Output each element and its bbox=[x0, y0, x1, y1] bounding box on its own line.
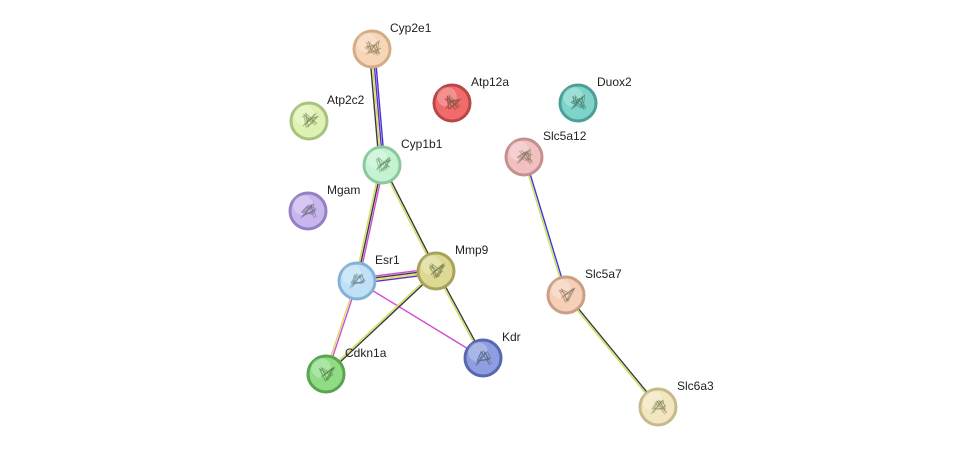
node-cyp2e1[interactable]: Cyp2e1 bbox=[352, 21, 432, 69]
edge-evidence-line bbox=[524, 156, 568, 296]
node-label: Mgam bbox=[327, 183, 360, 197]
node-label: Mmp9 bbox=[455, 243, 489, 257]
node-label: Cyp1b1 bbox=[401, 137, 443, 151]
edge-slc5a12-slc5a7[interactable] bbox=[522, 156, 568, 296]
edge-evidence-line bbox=[354, 163, 381, 282]
node-slc6a3[interactable]: Slc6a3 bbox=[638, 379, 714, 427]
node-highlight bbox=[421, 255, 441, 275]
edge-evidence-line bbox=[522, 156, 566, 296]
node-cyp1b1[interactable]: Cyp1b1 bbox=[362, 137, 443, 185]
edge-slc5a7-slc6a3[interactable] bbox=[564, 293, 660, 409]
edge-evidence-line bbox=[380, 164, 436, 273]
protein-structure-icon bbox=[300, 202, 318, 219]
protein-structure-icon bbox=[375, 156, 392, 173]
protein-structure-icon bbox=[475, 349, 493, 366]
edge-mmp9-cdkn1a[interactable] bbox=[324, 269, 438, 376]
protein-structure-icon bbox=[349, 273, 366, 289]
protein-structure-icon bbox=[558, 287, 576, 303]
edge-evidence-line bbox=[324, 269, 437, 375]
node-label: Cyp2e1 bbox=[390, 21, 432, 35]
edge-evidence-line bbox=[565, 293, 660, 408]
protein-structure-icon bbox=[570, 94, 587, 111]
node-slc5a12[interactable]: Slc5a12 bbox=[504, 129, 587, 177]
protein-structure-icon bbox=[301, 112, 320, 129]
node-label: Atp12a bbox=[471, 75, 509, 89]
node-circle bbox=[638, 387, 678, 427]
edge-evidence-line bbox=[382, 163, 438, 272]
node-label: Esr1 bbox=[375, 253, 400, 267]
node-label: Cdkn1a bbox=[345, 346, 387, 360]
protein-structure-icon bbox=[319, 366, 336, 382]
node-label: Slc5a12 bbox=[543, 129, 587, 143]
node-label: Slc5a7 bbox=[585, 267, 622, 281]
node-atp2c2[interactable]: Atp2c2 bbox=[289, 93, 365, 141]
edge-cyp1b1-esr1[interactable] bbox=[354, 163, 385, 283]
edge-evidence-line bbox=[368, 48, 381, 166]
protein-structure-icon bbox=[516, 148, 533, 165]
edge-evidence-line bbox=[356, 164, 383, 282]
edge-cyp1b1-mmp9[interactable] bbox=[380, 163, 438, 273]
edge-evidence-line bbox=[358, 164, 385, 283]
edge-esr1-kdr[interactable] bbox=[356, 280, 484, 359]
edge-evidence-line bbox=[356, 280, 484, 359]
edge-evidence-line bbox=[373, 48, 386, 166]
node-esr1[interactable]: Esr1 bbox=[337, 253, 400, 301]
edge-evidence-line bbox=[325, 270, 438, 376]
node-mgam[interactable]: Mgam bbox=[288, 183, 360, 231]
edge-evidence-line bbox=[564, 294, 659, 409]
node-circle bbox=[463, 338, 503, 378]
protein-structure-icon bbox=[428, 263, 446, 279]
protein-structure-icon bbox=[650, 399, 668, 415]
protein-structure-icon bbox=[364, 39, 382, 56]
node-duox2[interactable]: Duox2 bbox=[558, 75, 632, 123]
node-label: Atp2c2 bbox=[327, 93, 365, 107]
node-mmp9[interactable]: Mmp9 bbox=[416, 243, 489, 291]
node-atp12a[interactable]: Atp12a bbox=[432, 75, 509, 123]
node-slc5a7[interactable]: Slc5a7 bbox=[546, 267, 622, 315]
protein-structure-icon bbox=[444, 94, 462, 111]
node-label: Kdr bbox=[502, 330, 521, 344]
node-cdkn1a[interactable]: Cdkn1a bbox=[306, 346, 387, 394]
node-highlight bbox=[311, 358, 331, 378]
node-kdr[interactable]: Kdr bbox=[463, 330, 521, 378]
node-label: Slc6a3 bbox=[677, 379, 714, 393]
node-label: Duox2 bbox=[597, 75, 632, 89]
